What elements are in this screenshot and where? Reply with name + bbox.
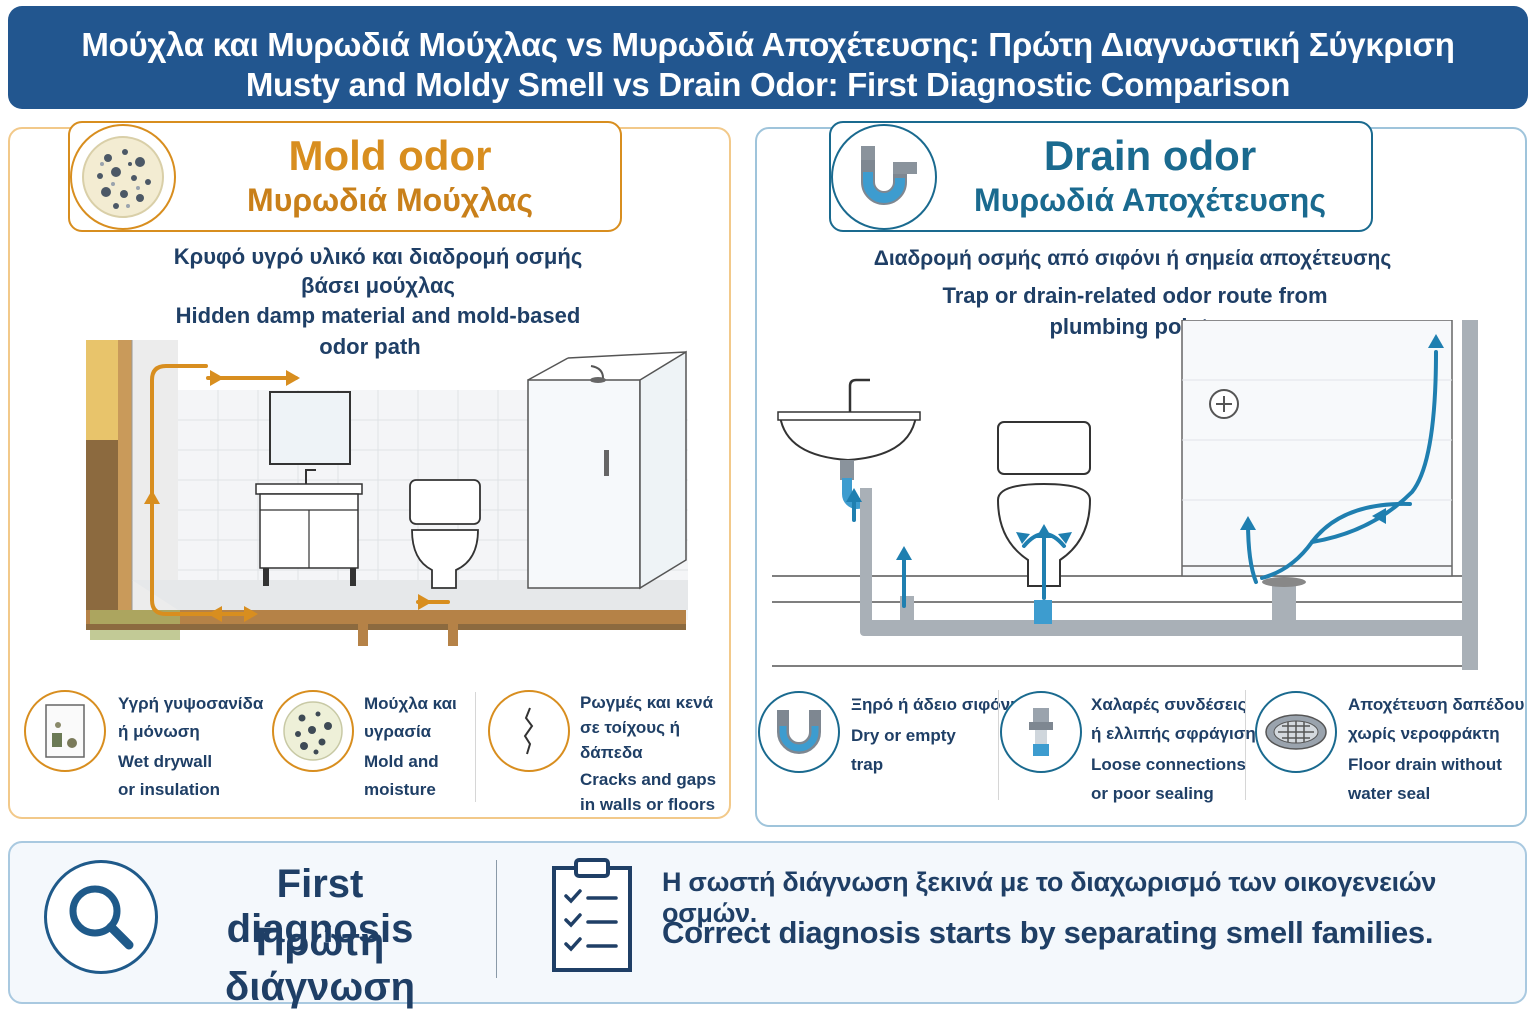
first-diagnosis-banner [8, 841, 1527, 1004]
footer-message-gr: Η σωστή διάγνωση ξεκινά με το διαχωρισμό… [662, 867, 1437, 928]
drain-title-gr: Μυρωδιά Αποχέτευσης [974, 182, 1326, 218]
mold-feature-1: Υγρή γυψοσανίδα ή μόνωση Wet drywall or … [118, 694, 264, 799]
mold-spores-icon [70, 124, 176, 230]
floor-drain-icon [1255, 691, 1337, 773]
magnifier-icon [44, 860, 158, 974]
title-greek: Μούχλα και Μυρωδιά Μούχλας vs Μυρωδιά Απ… [81, 26, 1455, 63]
drain-feature-2: Χαλαρές συνδέσεις ή ελλιπής σφράγιση Loo… [1091, 695, 1256, 803]
mold-subtitle-gr-1: Κρυφό υγρό υλικό και διαδρομή οσμής [173, 244, 583, 269]
mold-subtitle-gr-2: βάσει μούχλας [301, 273, 455, 298]
mold-feature-2: Μούχλα και υγρασία Mold and moisture [364, 694, 457, 799]
drain-feature-divider-2 [1245, 690, 1246, 800]
drain-trap-icon [831, 124, 937, 230]
title-english: Musty and Moldy Smell vs Drain Odor: Fir… [245, 66, 1291, 103]
wet-drywall-icon [24, 690, 106, 772]
drain-subtitle-en-1: Trap or drain-related odor route from [942, 283, 1328, 308]
mold-subtitle-en-2: odor path [319, 334, 421, 359]
title-banner: Μούχλα και Μυρωδιά Μούχλας vs Μυρωδιά Απ… [8, 6, 1528, 109]
clipboard-checklist-icon [550, 856, 634, 979]
footer-message-en: Correct diagnosis starts by separating s… [662, 915, 1434, 950]
pipe-joint-icon [1000, 691, 1082, 773]
mold-spots-icon [272, 690, 354, 772]
mold-title-en: Mold odor [288, 132, 492, 179]
first-diagnosis-gr: Πρώτη διάγνωση [224, 920, 416, 1009]
mold-subtitle-en-1: Hidden damp material and mold-based [175, 303, 581, 328]
drain-title-en: Drain odor [1043, 132, 1257, 179]
drain-plumbing-illustration [772, 320, 1478, 670]
drain-feature-3: Αποχέτευση δαπέδου χωρίς νεροφράκτη Floo… [1348, 695, 1525, 803]
drain-subtitle-gr: Διαδρομή οσμής από σιφόνι ή σημεία αποχέ… [873, 247, 1392, 270]
mold-feature-3: Ρωγμές και κενά σε τοίχους ή δάπεδα Crac… [580, 693, 717, 814]
first-diagnosis-en: First diagnosis [226, 862, 414, 951]
p-trap-icon [758, 691, 840, 773]
mold-feature-divider [475, 692, 476, 802]
drain-feature-divider-1 [998, 690, 999, 800]
footer-divider [496, 860, 497, 978]
mold-bathroom-illustration [86, 340, 688, 646]
wall-crack-icon [488, 690, 570, 772]
mold-title-gr: Μυρωδιά Μούχλας [247, 182, 533, 218]
drain-feature-1: Ξηρό ή άδειο σιφόνι Dry or empty trap [851, 695, 1015, 774]
